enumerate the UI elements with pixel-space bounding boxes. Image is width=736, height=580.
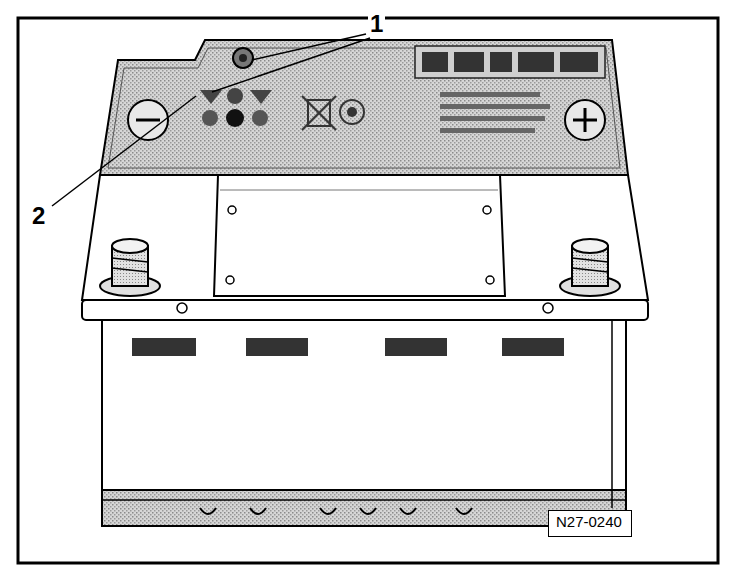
callout-number: 1 xyxy=(368,12,385,36)
figure-number: N27-0240 xyxy=(556,514,624,531)
callout-number: 2 xyxy=(30,204,47,228)
figure-reference-box: N27-0240 xyxy=(548,510,632,537)
